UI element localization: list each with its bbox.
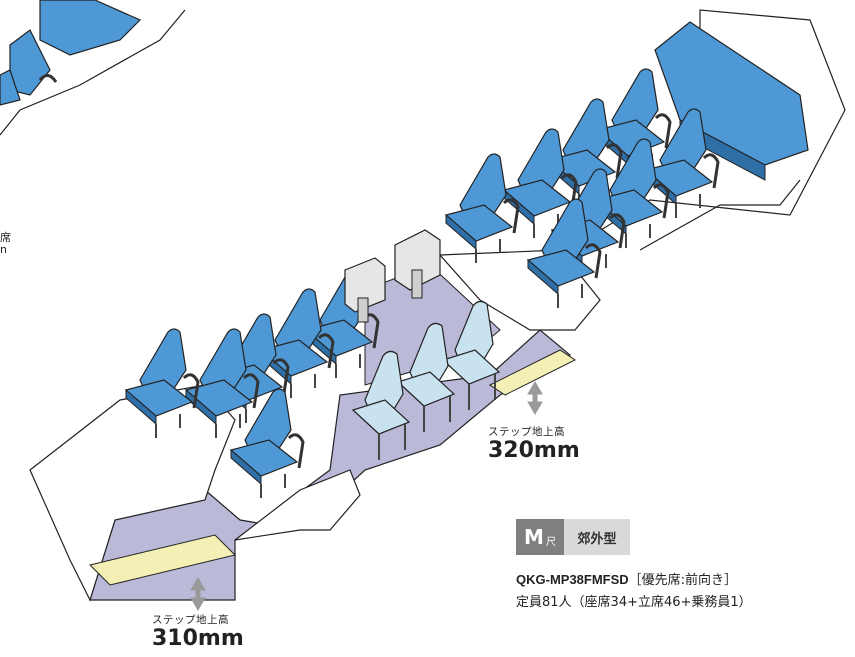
seat (444, 152, 520, 265)
step-value: 320mm (488, 438, 580, 463)
step-height-rear: ステップ地上高 310mm (152, 612, 244, 651)
rear-step (89, 534, 236, 586)
fare-machine (394, 229, 441, 299)
route-type-badge: 郊外型 (564, 519, 630, 555)
step-value: 310mm (152, 626, 244, 651)
step-caption: ステップ地上高 (152, 614, 229, 626)
size-badge-sub: 尺 (545, 536, 556, 548)
fare-machine (344, 257, 386, 323)
cropped-seat-group (0, 0, 186, 136)
cropped-label: 席 n (0, 232, 11, 256)
cropped-label-line1: 席 (0, 231, 11, 244)
cropped-label-line2: n (0, 243, 7, 256)
size-badge-letter: M (524, 525, 544, 549)
step-arrow-right (527, 381, 543, 415)
model-note: ［優先席:前向き］ (628, 573, 738, 588)
front-step (489, 349, 576, 396)
capacity-text: 定員81人（座席34+立席46+乗務員1） (516, 595, 752, 610)
model-code: QKG-MP38FMFSD (516, 572, 629, 587)
step-height-front: ステップ地上高 320mm (488, 424, 580, 463)
step-arrow-left (190, 577, 206, 611)
model-info: QKG-MP38FMFSD［優先席:前向き］ 定員81人（座席34+立席46+乗… (516, 569, 752, 614)
step-caption: ステップ地上高 (488, 426, 565, 438)
